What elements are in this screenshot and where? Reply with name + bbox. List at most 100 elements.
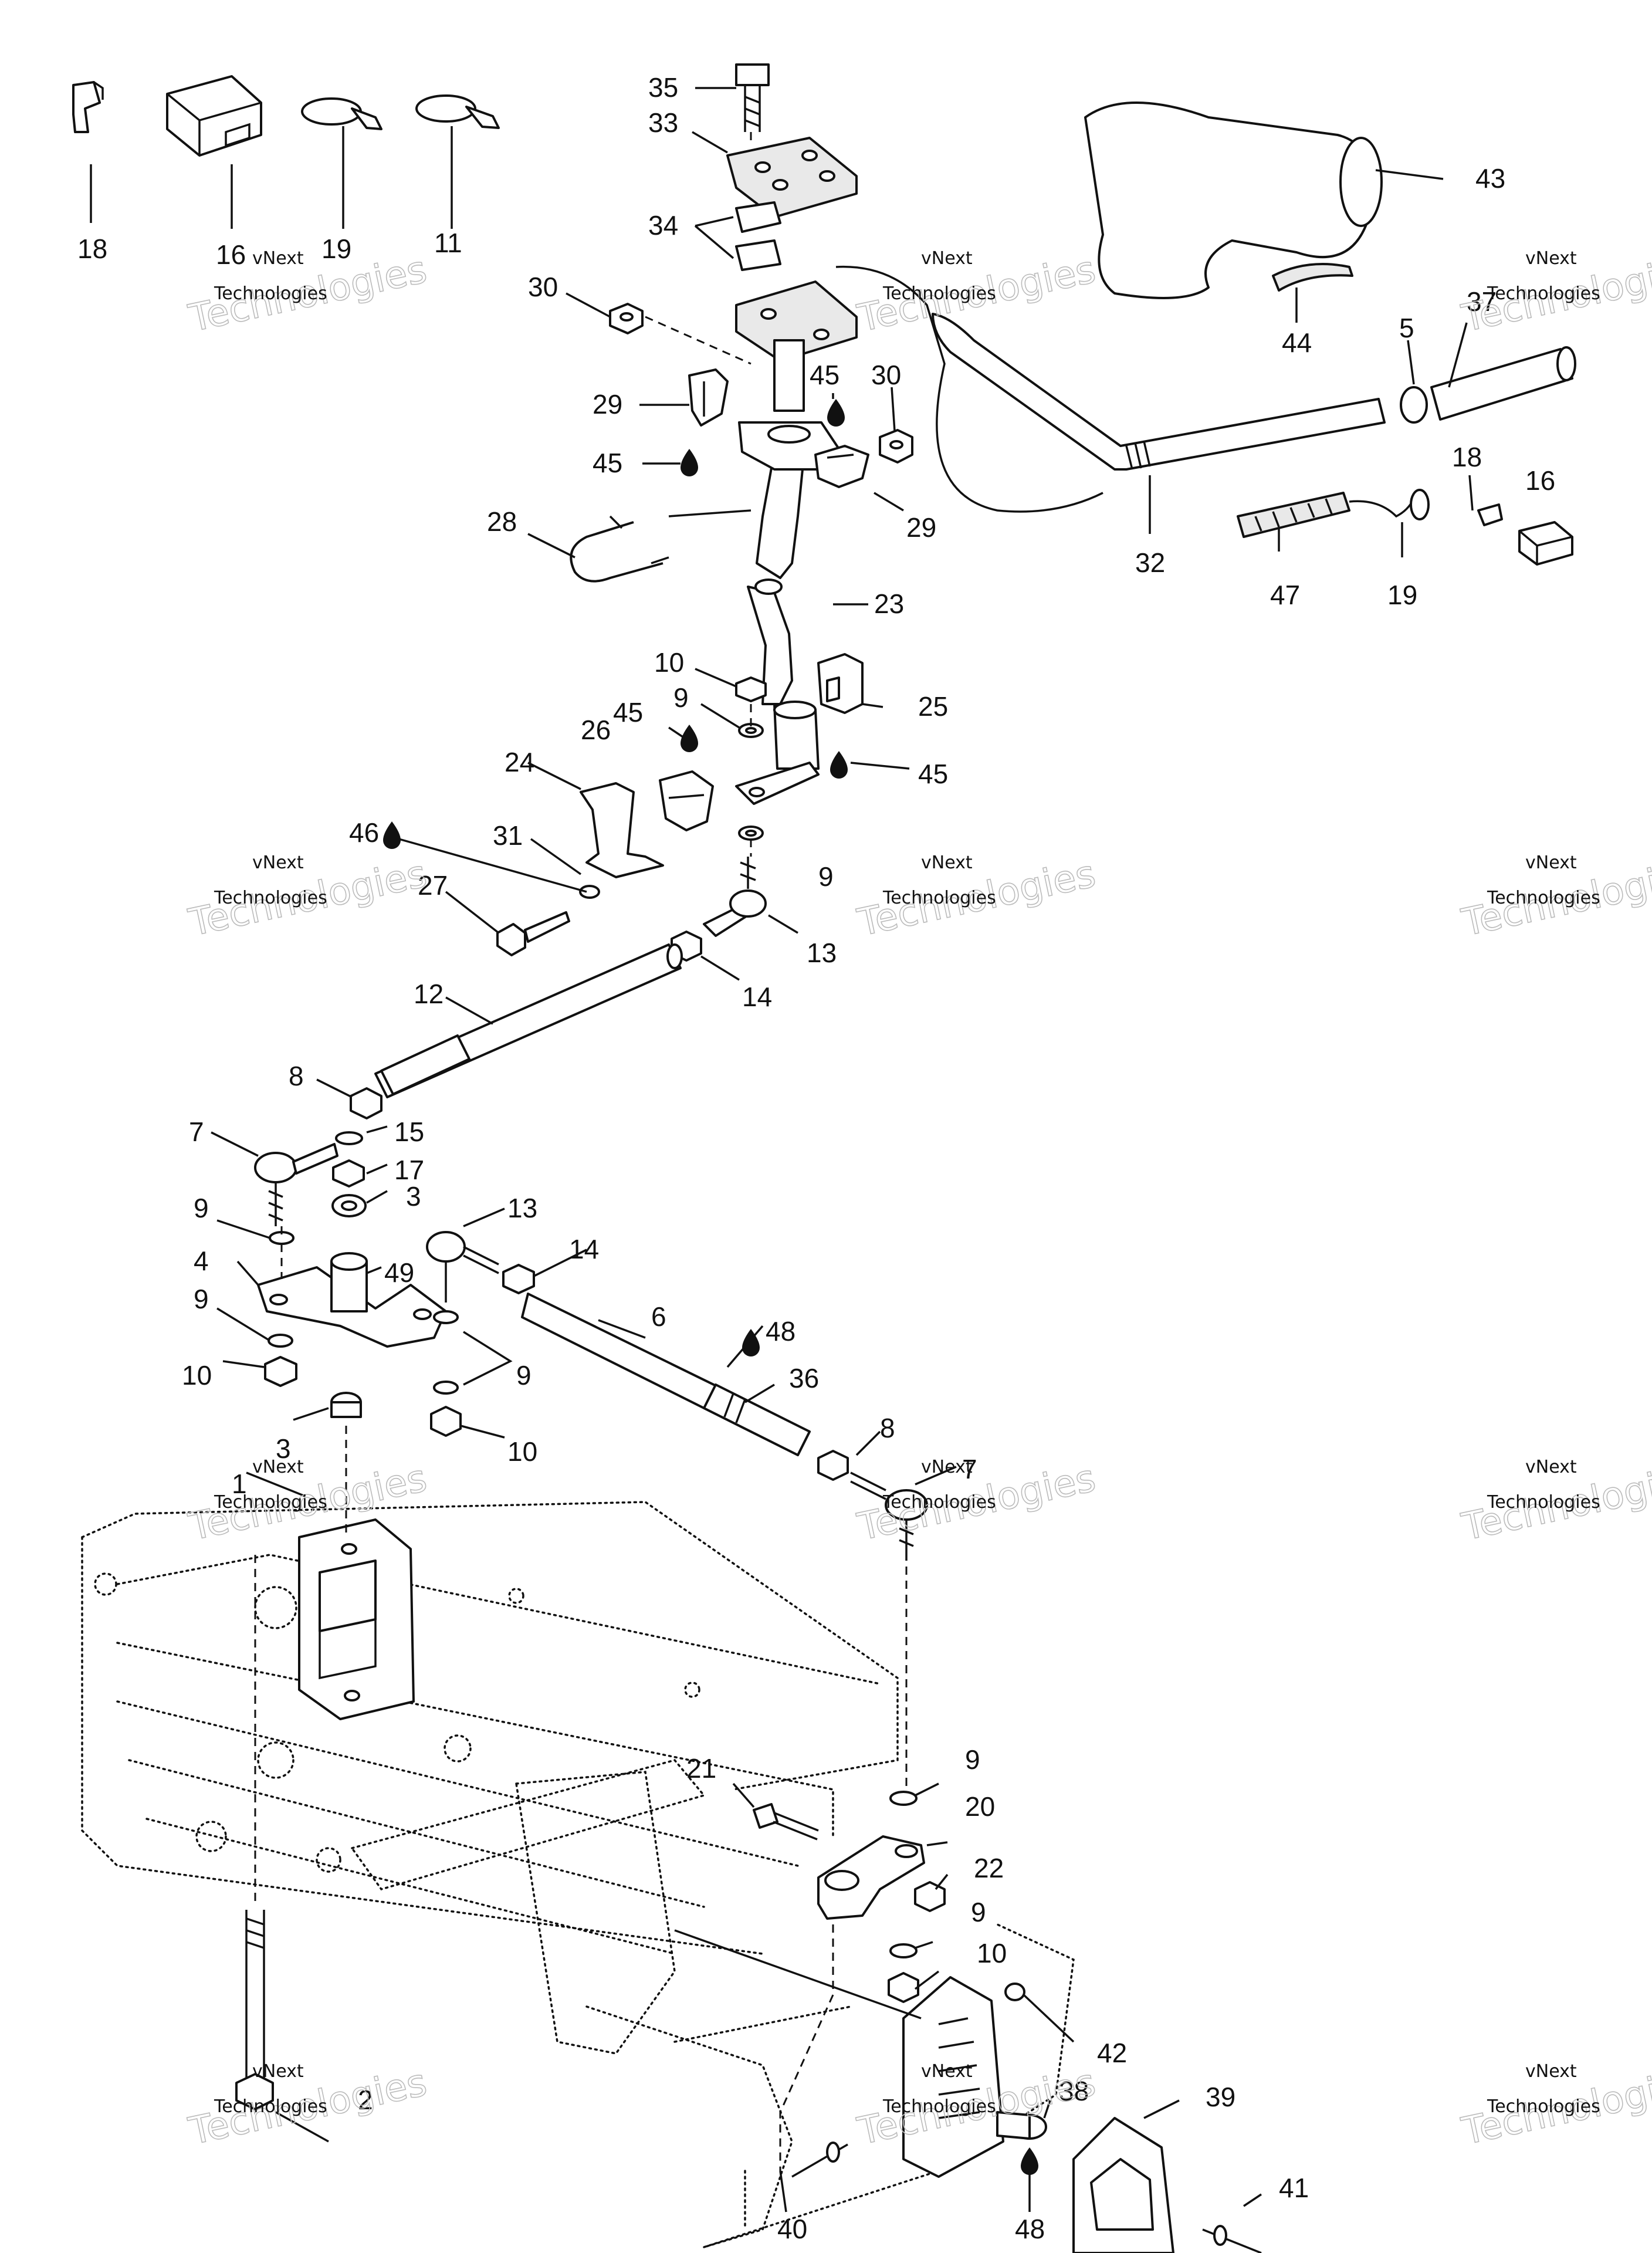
watermark-3: Technologies vNext Technologies — [1458, 248, 1652, 341]
svg-text:vNext: vNext — [252, 248, 304, 269]
washer-42 — [1004, 1983, 1025, 2001]
cable-tie-19 — [301, 97, 382, 130]
callout-43: 43 — [1475, 163, 1505, 194]
heated-grip-47 — [1237, 492, 1415, 538]
callout-39: 39 — [1206, 2082, 1235, 2112]
callout-9-left-b: 9 — [194, 1284, 209, 1314]
cable-tie-19-right — [1410, 489, 1430, 520]
callout-9-top: 9 — [673, 682, 689, 713]
svg-text:vNext: vNext — [1525, 853, 1577, 873]
svg-text:vNext: vNext — [1525, 248, 1577, 269]
watermark-9: Technologies vNext Technologies — [1458, 1456, 1652, 1550]
bushing-5 — [1400, 386, 1428, 424]
callout-35: 35 — [648, 72, 678, 103]
callout-3-top: 3 — [406, 1181, 421, 1212]
callout-30-right: 30 — [871, 360, 901, 390]
callout-18-left: 18 — [77, 234, 107, 264]
drop-icon-48b — [1021, 2147, 1038, 2175]
svg-text:vNext: vNext — [921, 2061, 973, 2082]
callout-25: 25 — [918, 691, 948, 722]
callout-45-a: 45 — [593, 448, 622, 478]
nut-22 — [914, 1881, 946, 1912]
callout-5: 5 — [1399, 313, 1414, 343]
nut-10-mid — [430, 1406, 462, 1437]
pad-trim-44 — [1272, 263, 1353, 292]
svg-text:Technologies: Technologies — [1487, 283, 1600, 304]
callout-3-bottom: 3 — [276, 1433, 291, 1464]
callout-33: 33 — [648, 107, 678, 138]
u-bolt-28 — [570, 515, 669, 583]
drop-icon-45a — [827, 399, 845, 427]
svg-text:Technologies: Technologies — [882, 1492, 996, 1513]
callout-1: 1 — [232, 1469, 247, 1499]
svg-text:Technologies: Technologies — [214, 888, 327, 908]
bolt-35 — [735, 63, 770, 132]
bolt-27 — [496, 911, 570, 956]
svg-text:vNext: vNext — [252, 2061, 304, 2082]
callout-19-right: 19 — [1387, 580, 1417, 610]
drop-icon-45c — [681, 725, 698, 752]
callout-7-left: 7 — [189, 1117, 204, 1147]
bushing-3-lower — [330, 1392, 362, 1418]
tie-rod-6 — [521, 1293, 811, 1456]
callout-49: 49 — [384, 1257, 414, 1288]
svg-text:Technologies: Technologies — [1487, 1492, 1600, 1513]
cable-tie-11 — [415, 94, 500, 129]
washer-9-mid-b — [433, 1381, 459, 1395]
lower-clamp — [735, 280, 858, 362]
watermark-2: Technologies vNext Technologies — [854, 248, 1100, 341]
nut-10-right — [888, 1972, 919, 2003]
tie-rod-12 — [374, 943, 683, 1098]
callout-36: 36 — [789, 1363, 819, 1393]
bracket-25 — [817, 653, 864, 714]
tie-rod-end-7-right — [850, 1471, 928, 1561]
washer-9-lower — [738, 826, 764, 841]
part-callouts: 18 16 19 11 35 33 34 30 29 45 45 30 29 2… — [77, 72, 1555, 2244]
callout-13-lower: 13 — [507, 1193, 537, 1223]
nut-8-lower — [817, 1450, 849, 1481]
connector-clip-18 — [72, 81, 104, 133]
callout-28: 28 — [487, 506, 517, 537]
svg-text:Technologies: Technologies — [214, 283, 327, 304]
callout-7-right: 7 — [962, 1454, 977, 1484]
svg-text:Technologies: Technologies — [882, 2096, 996, 2117]
upper-clamp-33 — [726, 137, 858, 218]
callout-4: 4 — [194, 1246, 209, 1276]
callout-11: 11 — [434, 228, 462, 258]
callout-13-top: 13 — [807, 938, 837, 968]
callout-16-left: 16 — [216, 239, 246, 270]
callout-40: 40 — [777, 2214, 807, 2244]
leader-lines — [90, 87, 1474, 2213]
drop-icon-46 — [383, 821, 401, 849]
callout-9-mid-right: 9 — [516, 1360, 532, 1391]
callout-42: 42 — [1097, 2038, 1127, 2068]
callout-45-b: 45 — [810, 360, 839, 390]
callout-34: 34 — [648, 210, 678, 241]
callout-29-right: 29 — [906, 512, 936, 543]
bushing-29-right — [814, 445, 869, 488]
callout-26: 26 — [581, 715, 611, 745]
callout-23: 23 — [874, 588, 904, 619]
callout-16-right: 16 — [1525, 465, 1555, 496]
washer-9-left-b — [268, 1334, 293, 1348]
callout-48-bottom: 48 — [1015, 2214, 1045, 2244]
callout-18-right: 18 — [1452, 442, 1482, 472]
callout-15: 15 — [394, 1117, 424, 1147]
alignment-lines — [254, 132, 1103, 2171]
callout-46: 46 — [349, 817, 379, 848]
steering-column-23 — [735, 339, 820, 805]
boot-38 — [902, 1976, 1047, 2178]
nut-30-left — [609, 303, 644, 334]
callout-6: 6 — [651, 1301, 666, 1332]
washer-9-right-a — [889, 1791, 918, 1806]
tie-rod-end-7-left — [254, 1143, 338, 1226]
sleeve-49 — [330, 1252, 368, 1312]
svg-text:Technologies: Technologies — [214, 2096, 327, 2117]
bolt-2 — [235, 1910, 274, 2110]
connector-housing-16 — [166, 75, 262, 157]
clip-18-right — [1477, 503, 1503, 526]
watermark-6: Technologies vNext Technologies — [1458, 852, 1652, 946]
bushing-29-left — [688, 368, 729, 427]
callout-9-mid: 9 — [818, 861, 834, 892]
